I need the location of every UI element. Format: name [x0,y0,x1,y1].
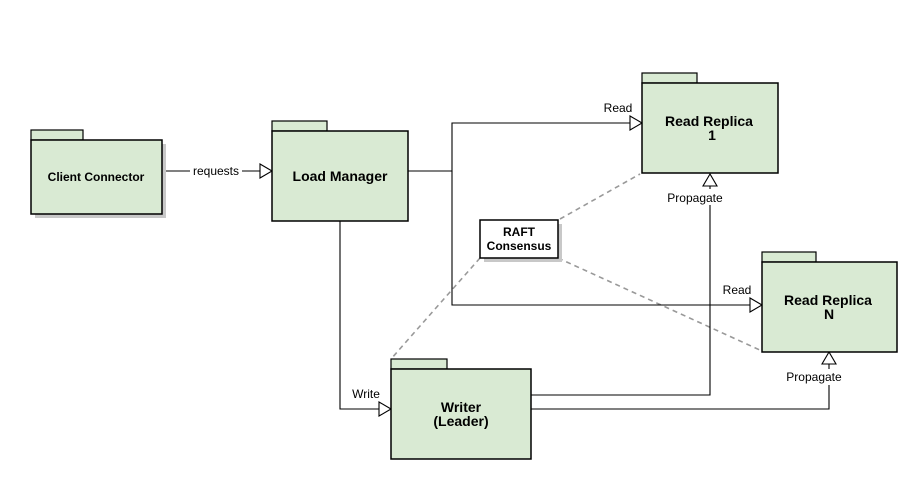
read-replica-n-label: Read Replica [784,292,872,308]
client-connector-label: Client Connector [48,170,145,184]
load-manager-label: Load Manager [293,168,388,184]
edge-propagate-1 [531,186,711,396]
writer-role: (Leader) [433,413,488,429]
raft-label: RAFT [503,225,536,239]
arrowhead-propagate-n [821,350,837,365]
edge-read-n [451,171,750,306]
label-requests: requests [193,164,239,178]
read-replica-1-label: Read Replica [665,113,753,129]
package-tab [390,358,448,370]
raft-link-writer [390,257,481,360]
package-tab [761,251,817,263]
package-tab [30,129,84,141]
raft-link-replica1 [559,173,641,220]
package-writer-leader[interactable]: Writer (Leader) [390,358,532,460]
edge-write [339,221,379,410]
read-replica-n-number: N [824,306,834,322]
label-propagate-1: Propagate [667,191,723,205]
label-read-n: Read [723,283,752,297]
package-tab [271,120,328,132]
raft-consensus-box[interactable]: RAFT Consensus [479,219,562,262]
package-client-connector[interactable]: Client Connector [30,129,166,218]
package-read-replica-n[interactable]: Read Replica N [761,251,898,353]
label-propagate-n: Propagate [786,370,842,384]
package-load-manager[interactable]: Load Manager [271,120,409,222]
package-tab [641,72,698,84]
edge-labels: requests Read Read Write Propagate Propa… [190,101,845,401]
arrowhead-requests [259,163,274,179]
arrowhead-read-n [749,297,764,313]
package-read-replica-1[interactable]: Read Replica 1 [641,72,779,174]
arrowhead-propagate-1 [702,172,718,187]
arrowhead-read-1 [629,115,644,131]
raft-consensus-label: Consensus [487,239,552,253]
arrowhead-write [378,401,393,417]
read-replica-1-number: 1 [708,127,716,143]
edge-read-1 [408,122,630,172]
label-write: Write [352,387,380,401]
label-read-1: Read [604,101,633,115]
writer-label: Writer [441,399,482,415]
